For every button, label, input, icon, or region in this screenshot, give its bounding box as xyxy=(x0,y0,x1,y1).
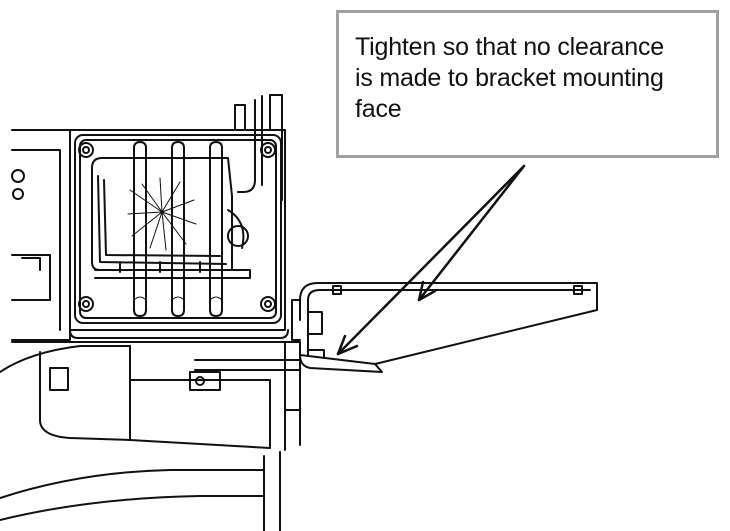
callout-text: Tighten so that no clearance is made to … xyxy=(355,32,711,125)
arrow-to-mounting-face xyxy=(336,164,526,356)
machine-body xyxy=(11,129,286,341)
mounting-bracket xyxy=(194,282,598,373)
lower-housing xyxy=(0,329,301,531)
window-bars xyxy=(133,141,223,317)
arrow-to-bracket-face xyxy=(417,164,526,302)
starburst-detail xyxy=(127,177,197,251)
callout-arrows xyxy=(336,164,526,356)
callout-line-3: face xyxy=(355,95,402,123)
callout-line-1: Tighten so that no clearance xyxy=(355,33,664,61)
callout-box xyxy=(336,10,719,158)
callout-line-2: is made to bracket mounting xyxy=(355,64,664,92)
window-panel xyxy=(74,134,282,324)
